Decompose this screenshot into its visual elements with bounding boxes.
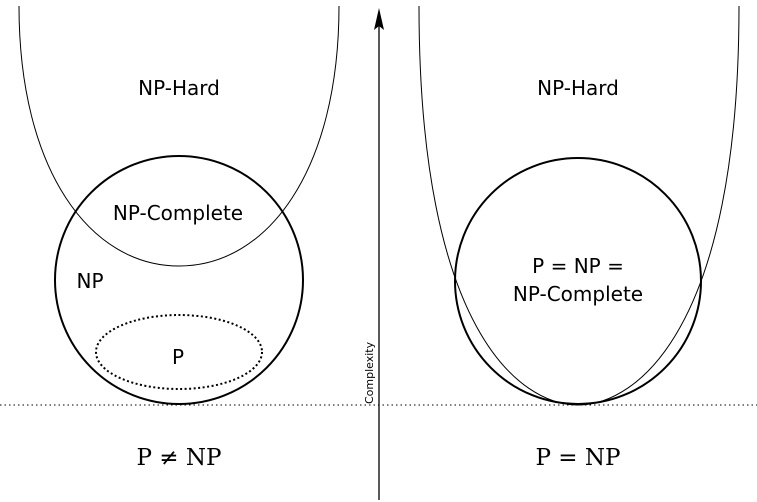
left-p-label: P [172, 345, 184, 369]
right-caption: P = NP [536, 445, 621, 471]
left-np-circle [54, 155, 304, 405]
left-panel: NP-Hard NP-Complete NP P P ≠ NP [18, 5, 340, 471]
axis-label: Complexity [363, 341, 376, 404]
right-np-hard-curve [418, 5, 740, 406]
right-panel: NP-Hard P = NP = NP-Complete P = NP [418, 5, 740, 471]
left-np-complete-label: NP-Complete [113, 201, 243, 225]
axis-arrowhead [374, 8, 384, 30]
right-merged-label-line2: NP-Complete [513, 282, 643, 306]
right-merged-label-line1: P = NP = [532, 254, 624, 278]
left-np-hard-label: NP-Hard [138, 76, 220, 100]
left-caption: P ≠ NP [137, 445, 222, 471]
left-p-ellipse [95, 314, 263, 390]
right-np-hard-label: NP-Hard [537, 76, 619, 100]
left-np-hard-curve [18, 5, 340, 267]
right-merged-circle [454, 157, 702, 405]
left-np-label: NP [76, 269, 103, 293]
